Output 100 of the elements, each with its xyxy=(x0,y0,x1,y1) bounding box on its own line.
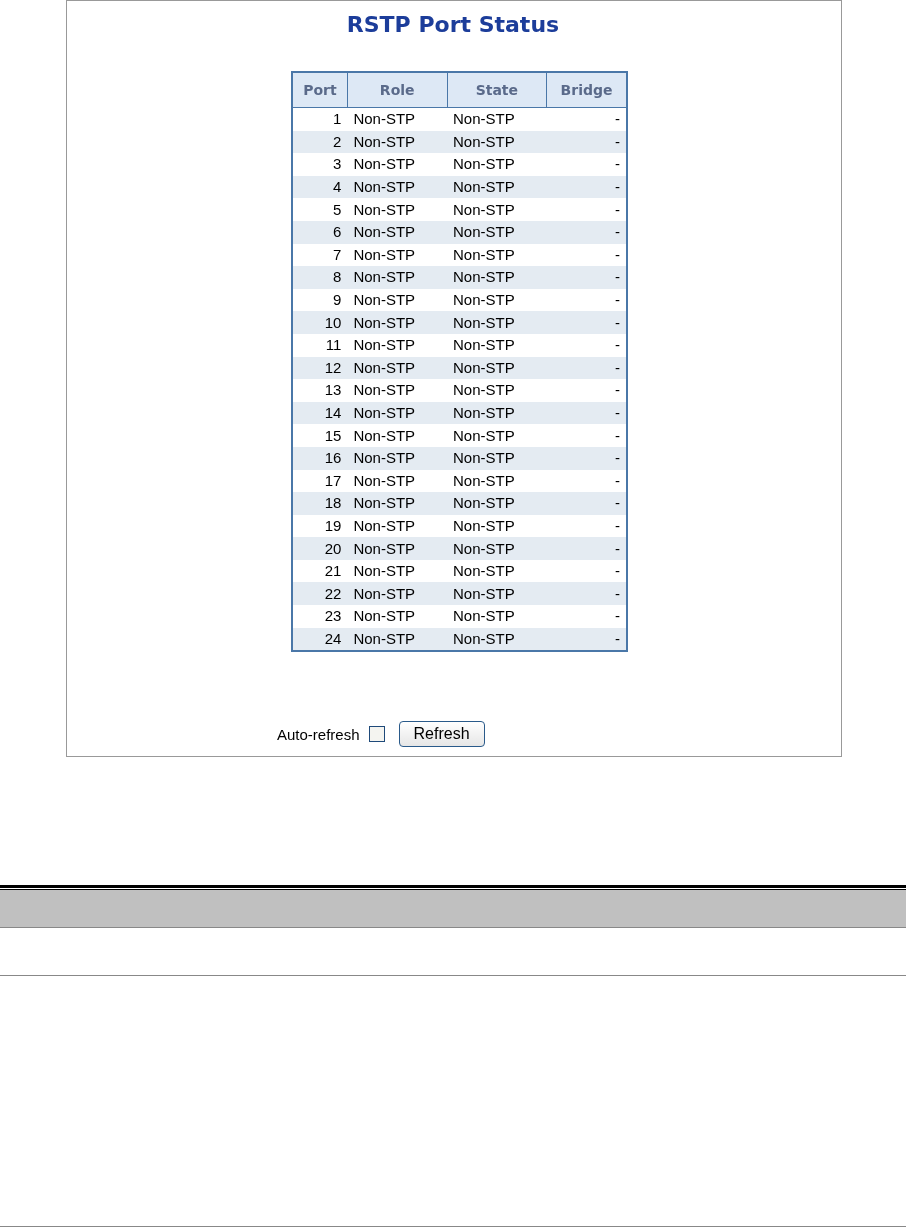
table-cell: 19 xyxy=(292,514,348,538)
table-cell: - xyxy=(546,356,627,380)
table-cell: 7 xyxy=(292,243,348,267)
table-cell: - xyxy=(546,627,627,652)
table-cell: Non-STP xyxy=(347,514,448,538)
table-cell: 20 xyxy=(292,537,348,560)
table-cell: - xyxy=(546,492,627,515)
table-cell: Non-STP xyxy=(447,514,547,538)
table-cell: 9 xyxy=(292,288,348,312)
table-cell: 4 xyxy=(292,175,348,199)
table-cell: - xyxy=(546,537,627,560)
table-cell: Non-STP xyxy=(447,627,547,652)
checkbox-label: Auto-refresh xyxy=(277,725,360,743)
table-cell: 15 xyxy=(292,424,348,447)
table-cell: 21 xyxy=(292,559,348,583)
table-cell: Non-STP xyxy=(347,356,448,380)
table-cell: Non-STP xyxy=(447,243,547,267)
table-cell: Non-STP xyxy=(447,401,547,425)
table-cell: 23 xyxy=(292,605,348,628)
table-cell: Non-STP xyxy=(347,605,448,628)
table-cell: Non-STP xyxy=(447,379,547,402)
table-cell: - xyxy=(546,130,627,154)
column-header: Role xyxy=(347,72,448,108)
table-cell: Non-STP xyxy=(447,266,547,289)
table-cell: Non-STP xyxy=(347,446,448,470)
table-cell: Non-STP xyxy=(447,333,547,357)
table-cell: 10 xyxy=(292,311,348,334)
table-cell: Non-STP xyxy=(447,492,547,515)
table-cell: Non-STP xyxy=(447,288,547,312)
page-title: RSTP Port Status xyxy=(346,12,560,37)
table-cell: 13 xyxy=(292,379,348,402)
table-cell: - xyxy=(546,153,627,176)
table-cell: Non-STP xyxy=(347,130,448,154)
table-cell: Non-STP xyxy=(447,130,547,154)
table-cell: Non-STP xyxy=(447,559,547,583)
table-cell: Non-STP xyxy=(347,582,448,606)
table-cell: Non-STP xyxy=(447,153,547,176)
table-cell: - xyxy=(546,288,627,312)
table-cell: 17 xyxy=(292,469,348,493)
table-cell: Non-STP xyxy=(347,220,448,244)
column-header: Bridge xyxy=(546,72,627,108)
table-cell: Non-STP xyxy=(447,446,547,470)
table-cell: - xyxy=(546,379,627,402)
table-cell: - xyxy=(546,559,627,583)
table-cell: 6 xyxy=(292,220,348,244)
table-cell: Non-STP xyxy=(447,605,547,628)
table-cell: Non-STP xyxy=(347,243,448,267)
table-cell: - xyxy=(546,266,627,289)
table-cell: Non-STP xyxy=(347,311,448,334)
table-cell: - xyxy=(546,424,627,447)
table-cell: Non-STP xyxy=(447,424,547,447)
table-cell: 24 xyxy=(292,627,348,652)
table-cell: Non-STP xyxy=(347,107,448,131)
table-cell: Non-STP xyxy=(447,107,547,131)
table-cell: 16 xyxy=(292,446,348,470)
table-cell: Non-STP xyxy=(447,356,547,380)
table-cell: 14 xyxy=(292,401,348,425)
table-cell: - xyxy=(546,175,627,199)
table-cell: Non-STP xyxy=(447,198,547,221)
table-cell: Non-STP xyxy=(347,424,448,447)
table-cell: - xyxy=(546,311,627,334)
table-cell: - xyxy=(546,446,627,470)
table-cell: - xyxy=(546,107,627,131)
table-cell: - xyxy=(546,243,627,267)
table-cell: - xyxy=(546,582,627,606)
table-cell: - xyxy=(546,469,627,493)
table-cell: - xyxy=(546,220,627,244)
table-cell: Non-STP xyxy=(447,175,547,199)
table-cell: - xyxy=(546,198,627,221)
table-cell: - xyxy=(546,401,627,425)
column-header: Port xyxy=(292,72,348,108)
table-cell: Non-STP xyxy=(347,175,448,199)
table-cell: Non-STP xyxy=(447,469,547,493)
table-cell: 11 xyxy=(292,333,348,357)
table-cell: 1 xyxy=(292,107,348,131)
table-cell: - xyxy=(546,333,627,357)
table-cell: Non-STP xyxy=(347,198,448,221)
table-cell: Non-STP xyxy=(347,559,448,583)
table-cell: Non-STP xyxy=(347,266,448,289)
table-cell: Non-STP xyxy=(347,379,448,402)
table-cell: Non-STP xyxy=(347,153,448,176)
table-cell: Non-STP xyxy=(447,537,547,560)
table-cell: Non-STP xyxy=(447,582,547,606)
table-cell: Non-STP xyxy=(347,333,448,357)
table-cell: 12 xyxy=(292,356,348,380)
table-cell: 18 xyxy=(292,492,348,515)
table-cell: 8 xyxy=(292,266,348,289)
table-cell: Non-STP xyxy=(347,537,448,560)
table-cell: Non-STP xyxy=(447,311,547,334)
table-cell: Non-STP xyxy=(447,220,547,244)
table-cell: 3 xyxy=(292,153,348,176)
table-cell: Non-STP xyxy=(347,469,448,493)
table-cell: Non-STP xyxy=(347,492,448,515)
table-cell: 5 xyxy=(292,198,348,221)
table-cell: 2 xyxy=(292,130,348,154)
column-header: State xyxy=(447,72,547,108)
refresh-button: Refresh xyxy=(398,721,485,747)
table-cell: - xyxy=(546,514,627,538)
table-cell: Non-STP xyxy=(347,401,448,425)
table-cell: Non-STP xyxy=(347,288,448,312)
